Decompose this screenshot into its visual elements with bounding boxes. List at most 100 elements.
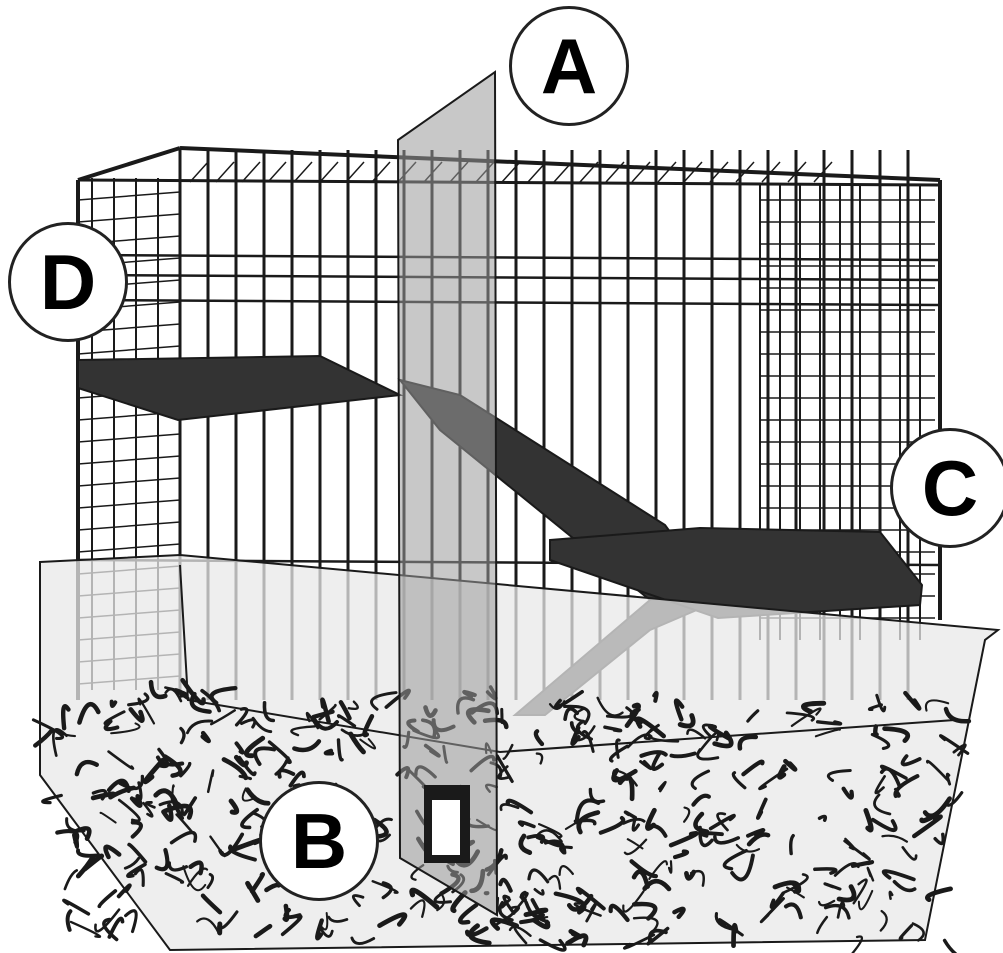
bedding-strand (327, 915, 349, 923)
label-d: D (39, 238, 97, 326)
bedding-strand (672, 906, 686, 920)
bedding-strand (823, 903, 851, 920)
bedding-strand (548, 874, 562, 890)
bedding-strand (624, 702, 641, 729)
bedding-strand (538, 938, 567, 952)
bedding-strand (347, 700, 359, 711)
bedding-strand (65, 909, 73, 932)
bedding-strand (535, 752, 544, 765)
bedding-strand (623, 810, 637, 820)
bedding-strand (233, 754, 249, 768)
bedding-strand (785, 711, 815, 722)
wire (371, 161, 391, 183)
bedding-strand (708, 813, 736, 831)
bedding-strand (790, 707, 822, 728)
bedding-strand (117, 798, 141, 823)
bedding-strand (800, 700, 827, 715)
bedding-strand (128, 707, 145, 723)
bedding-strand (777, 764, 787, 780)
bedding-strand (145, 800, 156, 809)
bedding-strand (813, 867, 838, 875)
wire (787, 161, 807, 183)
bedding-strand (82, 853, 105, 872)
bedding-strand (689, 869, 705, 887)
bedding-strand (468, 923, 492, 946)
bedding-strand (746, 709, 760, 723)
bedding-strand (817, 814, 828, 822)
bedding-strand (608, 744, 629, 763)
bedding-strand (942, 938, 958, 953)
bedding-strand (576, 810, 601, 835)
wire (293, 161, 313, 183)
bedding-strand (173, 688, 188, 698)
bedding-strand (815, 720, 843, 726)
bedding-strand (879, 909, 888, 932)
bedding-strand (336, 738, 344, 762)
bedding-strand (925, 886, 953, 903)
wire (77, 477, 181, 487)
label-a: A (540, 22, 598, 110)
bedding-strand (206, 872, 215, 890)
wire (77, 499, 181, 509)
bedding-strand (623, 933, 656, 950)
bedding-strand (370, 691, 398, 711)
bedding-strand (371, 880, 399, 894)
bedding-strand (499, 803, 520, 812)
bedding-strand (718, 918, 744, 937)
wire (77, 213, 181, 223)
bedding-strand (634, 716, 666, 739)
bedding-strand (693, 811, 710, 834)
bedding-strand (652, 690, 659, 703)
bedding-strand (629, 859, 659, 879)
bedding-strand (673, 698, 685, 722)
bedding-strand (55, 828, 80, 845)
bedding-strand (234, 741, 245, 755)
bedding-strand (716, 812, 729, 832)
bedding-strand (843, 839, 871, 861)
wire (179, 146, 941, 182)
bedding-strand (318, 703, 337, 721)
bedding-strand (69, 920, 102, 939)
bedding-strand (107, 750, 135, 770)
bedding-strand (691, 793, 711, 807)
wire (267, 161, 287, 183)
bedding-strand (783, 902, 803, 920)
wire (189, 161, 209, 183)
bedding-strand (228, 798, 240, 815)
bedding-strand (684, 869, 697, 881)
bedding-strand (351, 894, 365, 908)
bedding-strand (517, 820, 536, 829)
bedding-strand (33, 728, 54, 748)
wire (735, 161, 755, 183)
bedding-strand (200, 893, 223, 915)
bedding-strand (698, 825, 714, 848)
bedding-strand (924, 699, 950, 712)
bedding-strand (574, 798, 601, 825)
bedding-strand (433, 892, 453, 904)
bedding-strand (116, 883, 132, 899)
bedding-strand (873, 724, 879, 737)
bedding-strand (129, 793, 143, 808)
upper-shelf-d (77, 354, 404, 422)
bedding-strand (494, 905, 521, 927)
bedding-strand (74, 759, 99, 777)
bedding-strand (323, 748, 335, 756)
bedding-strand (170, 796, 185, 821)
bedding-strand (508, 891, 529, 918)
bedding-strand (722, 848, 748, 871)
bedding-strand (952, 743, 967, 757)
bedding-strand (646, 926, 670, 946)
wire (553, 161, 573, 183)
bedding-strand (667, 860, 673, 874)
callout-a: A (509, 6, 629, 126)
bedding-strand (707, 723, 731, 741)
bedding-strand (746, 832, 771, 847)
callout-b: B (259, 781, 379, 901)
wire (813, 161, 833, 183)
bedding-strand (41, 793, 63, 805)
bedding-strand (603, 725, 623, 733)
bedding-strand (559, 845, 573, 855)
bedding-strand (319, 927, 334, 938)
bedding-strand (240, 807, 259, 830)
